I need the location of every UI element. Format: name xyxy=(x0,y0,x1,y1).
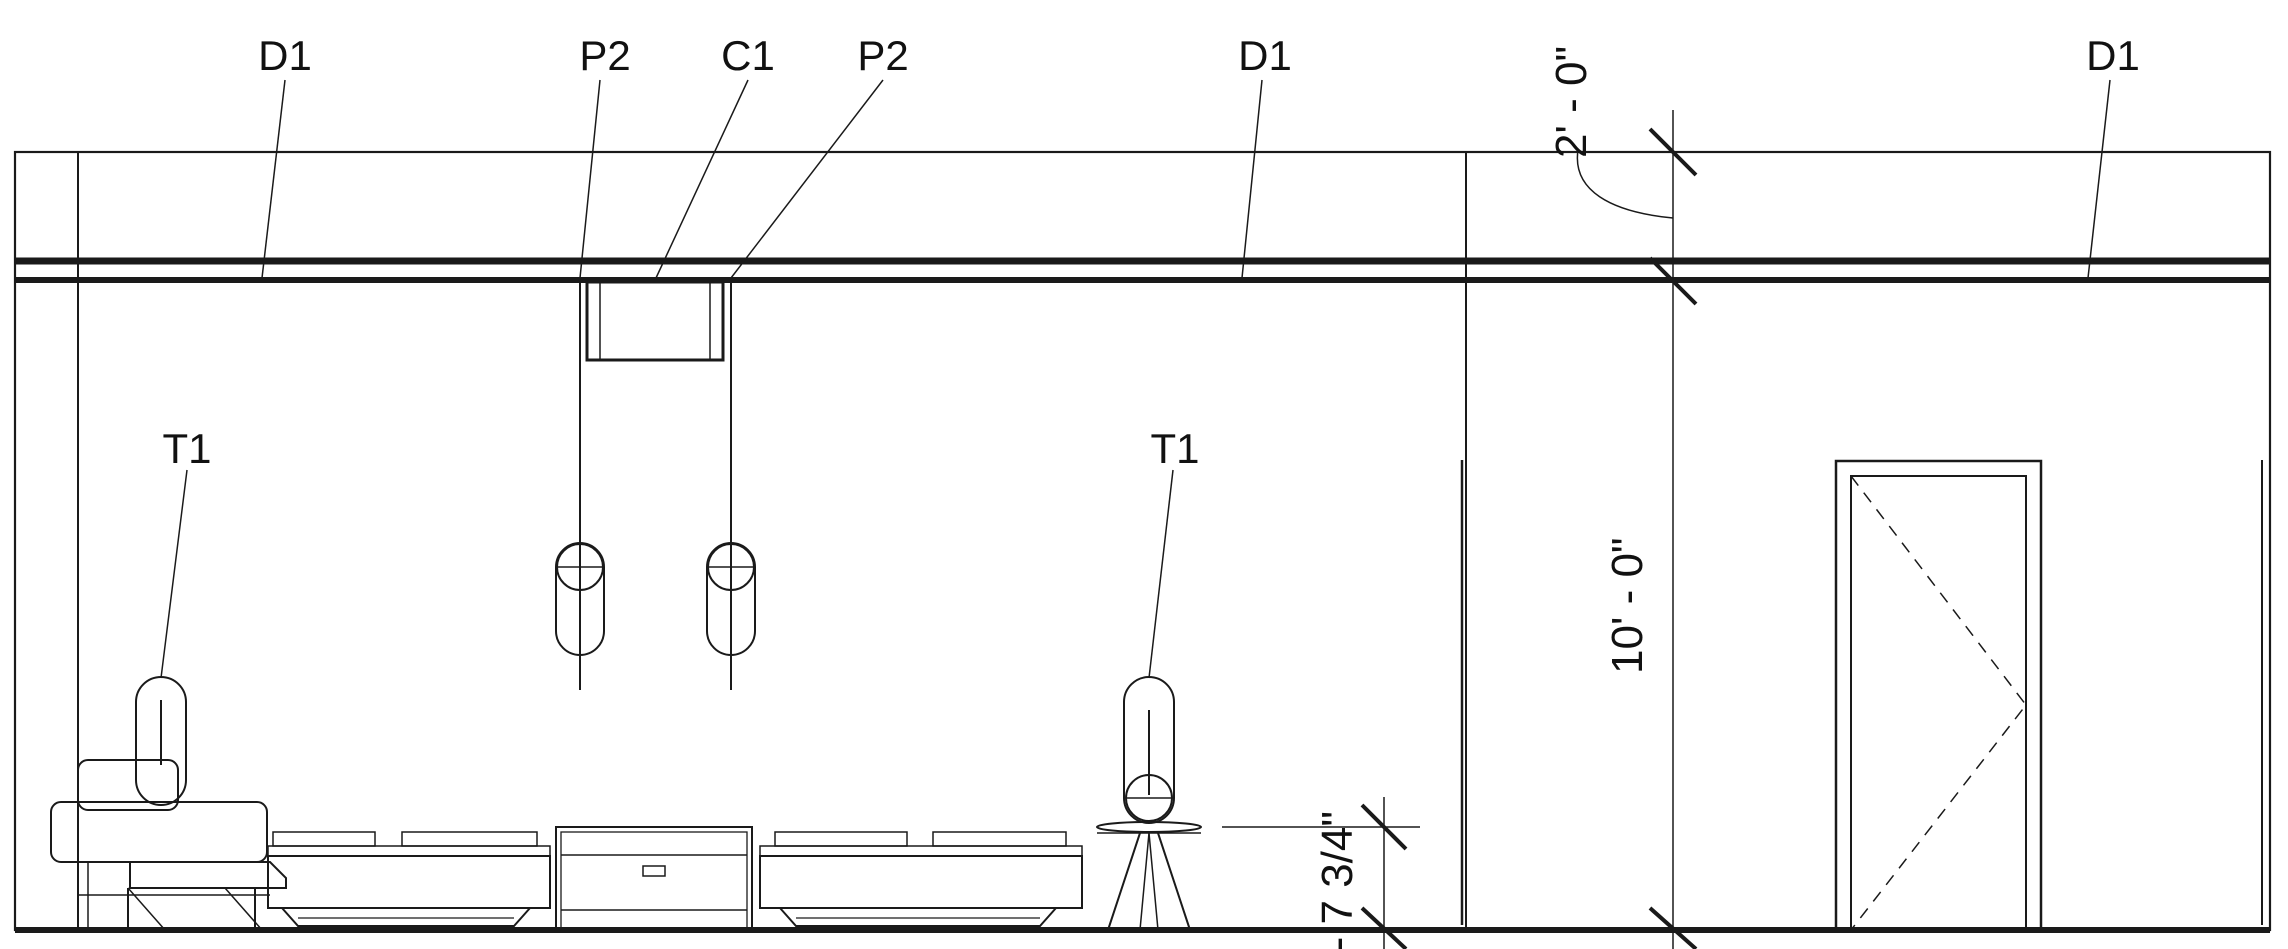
bench-left xyxy=(267,831,551,927)
lounge-chair xyxy=(50,759,287,931)
dimension-soffit-height: 2' - 0" xyxy=(1547,46,1596,158)
tag-t1-left: T1 xyxy=(162,425,211,472)
tag-p2-right: P2 xyxy=(857,32,908,79)
tag-d1-center: D1 xyxy=(1238,32,1292,79)
dimension-soffit: 2' - 0" xyxy=(1547,46,1698,306)
table-lamp-right xyxy=(1123,676,1175,824)
leader-lines xyxy=(160,79,2111,679)
tag-p2-left: P2 xyxy=(579,32,630,79)
dimension-ceiling: 10' - 0" xyxy=(1603,537,1698,949)
pendant-light-left xyxy=(555,282,605,690)
ceiling-canopy xyxy=(585,280,725,362)
tag-c1: C1 xyxy=(721,32,775,79)
dimension-ceiling-height: 10' - 0" xyxy=(1603,537,1652,674)
dimension-table: ' - 7 3/4" xyxy=(1222,797,1420,949)
cabinet xyxy=(555,826,753,931)
tag-d1-left: D1 xyxy=(258,32,312,79)
pendant-light-right xyxy=(706,282,756,690)
dimension-table-height: ' - 7 3/4" xyxy=(1313,811,1362,949)
bench-right xyxy=(759,831,1083,927)
ceiling-band xyxy=(15,257,2270,283)
tags: D1 P2 C1 P2 D1 D1 T1 T1 xyxy=(162,32,2139,472)
tag-d1-right: D1 xyxy=(2086,32,2140,79)
side-table xyxy=(1096,821,1202,931)
door xyxy=(1834,459,2043,932)
tag-t1-right: T1 xyxy=(1150,425,1199,472)
